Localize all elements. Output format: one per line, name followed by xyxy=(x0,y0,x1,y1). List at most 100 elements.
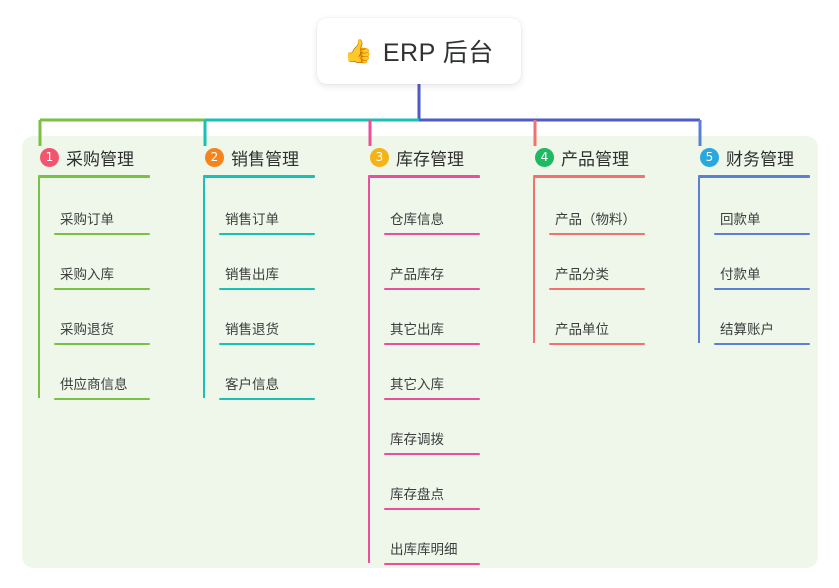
branch-column-2: 2 销售管理 销售订单销售出库销售退货客户信息 xyxy=(203,145,353,400)
leaf-item-label: 供应商信息 xyxy=(60,377,128,392)
leaf-item-label: 库存调拨 xyxy=(390,432,444,447)
root-node[interactable]: 👍 ERP 后台 xyxy=(317,18,521,84)
leaf-item-label: 仓库信息 xyxy=(390,212,444,227)
leaf-item-underline xyxy=(384,288,480,290)
leaf-item-underline xyxy=(384,398,480,400)
branch-spine-1 xyxy=(38,178,40,398)
leaf-item-underline xyxy=(714,343,810,345)
leaf-item[interactable]: 销售退货 xyxy=(219,290,315,345)
leaf-item[interactable]: 客户信息 xyxy=(219,345,315,400)
branch-title-1: 采购管理 xyxy=(66,149,134,169)
branch-header-1[interactable]: 1 采购管理 xyxy=(38,145,188,169)
branch-column-1: 1 采购管理 采购订单采购入库采购退货供应商信息 xyxy=(38,145,188,400)
leaf-item[interactable]: 付款单 xyxy=(714,235,810,290)
leaf-item-underline xyxy=(384,453,480,455)
branch-items-1: 采购订单采购入库采购退货供应商信息 xyxy=(38,178,188,400)
leaf-item[interactable]: 产品（物料） xyxy=(549,180,645,235)
branch-title-3: 库存管理 xyxy=(396,149,464,169)
branch-number-badge-4: 4 xyxy=(535,147,554,167)
branch-underline-5 xyxy=(698,175,810,178)
leaf-item-underline xyxy=(54,288,150,290)
leaf-item[interactable]: 采购入库 xyxy=(54,235,150,290)
branch-items-4: 产品（物料） 产品分类产品单位 xyxy=(533,178,683,345)
leaf-item-label: 采购退货 xyxy=(60,322,114,337)
leaf-item-label: 产品（物料） xyxy=(555,212,636,227)
leaf-item[interactable]: 其它入库 xyxy=(384,345,480,400)
branch-title-2: 销售管理 xyxy=(231,149,299,169)
leaf-item[interactable]: 仓库信息 xyxy=(384,180,480,235)
leaf-item[interactable]: 回款单 xyxy=(714,180,810,235)
leaf-item[interactable]: 库存盘点 xyxy=(384,455,480,510)
leaf-item[interactable]: 库存调拨 xyxy=(384,400,480,455)
leaf-item-underline xyxy=(219,343,315,345)
branch-underline-4 xyxy=(533,175,645,178)
leaf-item[interactable]: 其它出库 xyxy=(384,290,480,345)
branch-header-2[interactable]: 2 销售管理 xyxy=(203,145,353,169)
leaf-item-label: 产品分类 xyxy=(555,267,609,282)
branches-panel xyxy=(22,136,818,568)
branch-column-4: 4 产品管理 产品（物料） 产品分类产品单位 xyxy=(533,145,683,345)
leaf-item-label: 采购订单 xyxy=(60,212,114,227)
leaf-item[interactable]: 销售出库 xyxy=(219,235,315,290)
branch-spine-2 xyxy=(203,178,205,398)
branch-header-4[interactable]: 4 产品管理 xyxy=(533,145,683,169)
leaf-item-label: 付款单 xyxy=(720,267,761,282)
branch-column-3: 3 库存管理 仓库信息产品库存其它出库其它入库库存调拨库存盘点出库库明细 xyxy=(368,145,518,565)
branch-header-3[interactable]: 3 库存管理 xyxy=(368,145,518,169)
branch-title-4: 产品管理 xyxy=(561,149,629,169)
branch-underline-1 xyxy=(38,175,150,178)
leaf-item-underline xyxy=(384,343,480,345)
leaf-item-underline xyxy=(219,398,315,400)
branch-title-5: 财务管理 xyxy=(726,149,794,169)
thumbs-up-icon: 👍 xyxy=(344,37,373,64)
leaf-item-label: 客户信息 xyxy=(225,377,279,392)
leaf-item-label: 其它入库 xyxy=(390,377,444,392)
branch-underline-3 xyxy=(368,175,480,178)
leaf-item-label: 回款单 xyxy=(720,212,761,227)
leaf-item-label: 销售退货 xyxy=(225,322,279,337)
leaf-item[interactable]: 结算账户 xyxy=(714,290,810,345)
branch-number-badge-3: 3 xyxy=(370,147,389,167)
branch-items-3: 仓库信息产品库存其它出库其它入库库存调拨库存盘点出库库明细 xyxy=(368,178,518,565)
leaf-item-label: 产品库存 xyxy=(390,267,444,282)
leaf-item-underline xyxy=(384,508,480,510)
leaf-item-underline xyxy=(549,233,645,235)
branch-number-badge-5: 5 xyxy=(700,147,719,167)
leaf-item-underline xyxy=(54,343,150,345)
leaf-item[interactable]: 采购退货 xyxy=(54,290,150,345)
leaf-item-label: 出库库明细 xyxy=(390,542,458,557)
leaf-item-underline xyxy=(384,233,480,235)
leaf-item-underline xyxy=(549,343,645,345)
branch-number-badge-2: 2 xyxy=(205,147,224,167)
leaf-item-label: 结算账户 xyxy=(720,322,774,337)
branch-column-5: 5 财务管理 回款单付款单结算账户 xyxy=(698,145,839,345)
leaf-item-label: 其它出库 xyxy=(390,322,444,337)
leaf-item[interactable]: 供应商信息 xyxy=(54,345,150,400)
root-node-label: ERP 后台 xyxy=(382,39,494,67)
leaf-item-underline xyxy=(54,398,150,400)
leaf-item-underline xyxy=(384,563,480,565)
branch-header-5[interactable]: 5 财务管理 xyxy=(698,145,839,169)
leaf-item-label: 产品单位 xyxy=(555,322,609,337)
branch-spine-3 xyxy=(368,178,370,563)
leaf-item-label: 销售出库 xyxy=(225,267,279,282)
leaf-item[interactable]: 采购订单 xyxy=(54,180,150,235)
branch-underline-2 xyxy=(203,175,315,178)
leaf-item-underline xyxy=(54,233,150,235)
leaf-item[interactable]: 产品分类 xyxy=(549,235,645,290)
leaf-item-underline xyxy=(549,288,645,290)
leaf-item-underline xyxy=(219,288,315,290)
leaf-item[interactable]: 销售订单 xyxy=(219,180,315,235)
leaf-item[interactable]: 出库库明细 xyxy=(384,510,480,565)
leaf-item-underline xyxy=(714,288,810,290)
branch-spine-5 xyxy=(698,178,700,343)
leaf-item[interactable]: 产品库存 xyxy=(384,235,480,290)
branch-spine-4 xyxy=(533,178,535,343)
leaf-item-underline xyxy=(219,233,315,235)
branch-number-badge-1: 1 xyxy=(40,147,59,167)
branch-items-2: 销售订单销售出库销售退货客户信息 xyxy=(203,178,353,400)
leaf-item[interactable]: 产品单位 xyxy=(549,290,645,345)
leaf-item-underline xyxy=(714,233,810,235)
leaf-item-label: 库存盘点 xyxy=(390,487,444,502)
